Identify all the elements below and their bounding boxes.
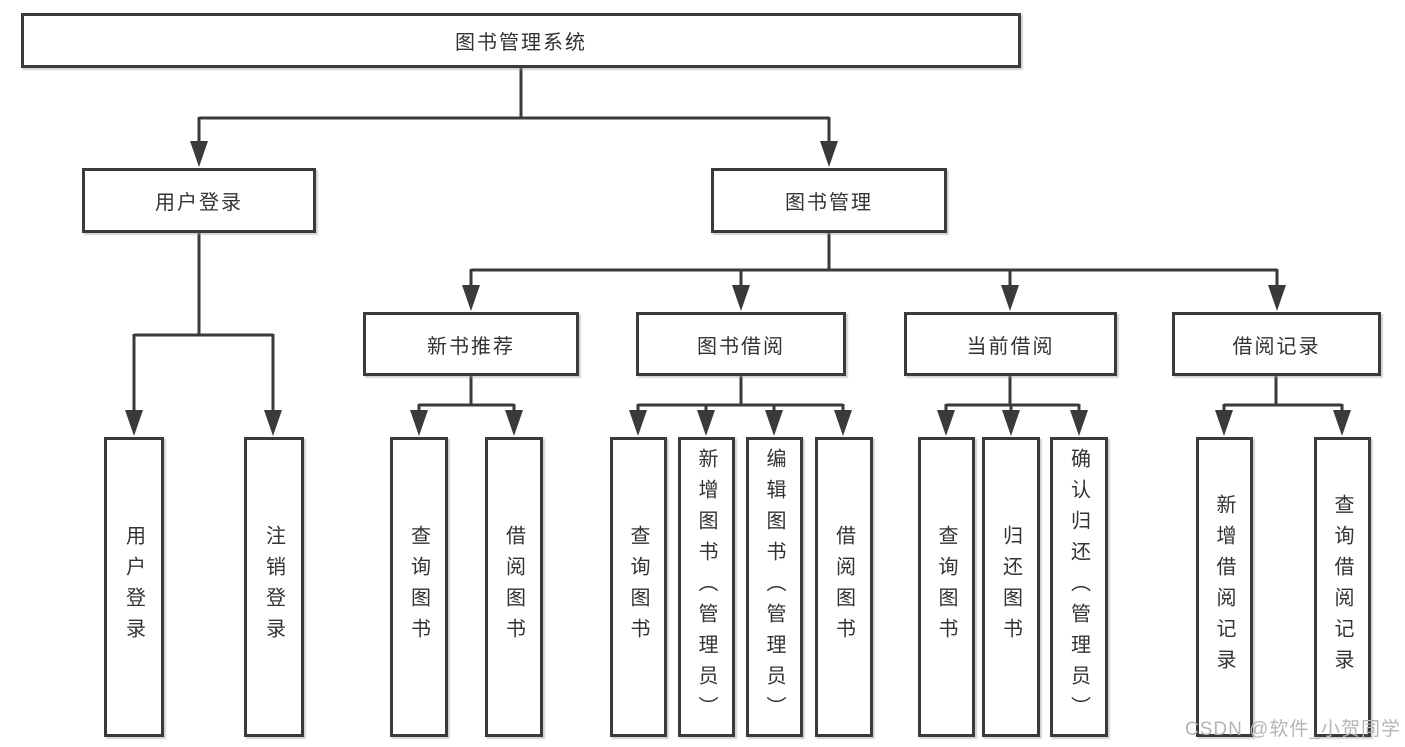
node-user-login-branch: 用户登录 <box>82 168 316 233</box>
leaf-borrow-books-2: 借阅图书 <box>815 437 873 737</box>
leaf-borrow-books: 借阅图书 <box>485 437 543 737</box>
leaf-edit-books-admin: 编辑图书（管理员） <box>746 437 803 737</box>
leaf-user-logout: 注销登录 <box>244 437 304 737</box>
node-new-book-recommend: 新书推荐 <box>363 312 579 376</box>
node-borrow-record: 借阅记录 <box>1172 312 1381 376</box>
leaf-add-borrow-record: 新增借阅记录 <box>1196 437 1253 737</box>
leaf-query-books-3: 查询图书 <box>918 437 975 737</box>
node-current-borrow: 当前借阅 <box>904 312 1117 376</box>
leaf-user-login: 用户登录 <box>104 437 164 737</box>
leaf-query-books-2: 查询图书 <box>610 437 667 737</box>
watermark-text: CSDN @软件_小贺同学 <box>1185 719 1401 740</box>
leaf-return-books: 归还图书 <box>982 437 1040 737</box>
leaf-query-books: 查询图书 <box>390 437 448 737</box>
leaf-add-books-admin: 新增图书（管理员） <box>678 437 735 737</box>
leaf-query-borrow-record: 查询借阅记录 <box>1314 437 1371 737</box>
node-root: 图书管理系统 <box>21 13 1021 68</box>
node-book-borrow: 图书借阅 <box>636 312 846 376</box>
arrowheads <box>125 141 1351 436</box>
leaf-confirm-return-admin: 确认归还（管理员） <box>1050 437 1108 737</box>
node-book-management: 图书管理 <box>711 168 947 233</box>
